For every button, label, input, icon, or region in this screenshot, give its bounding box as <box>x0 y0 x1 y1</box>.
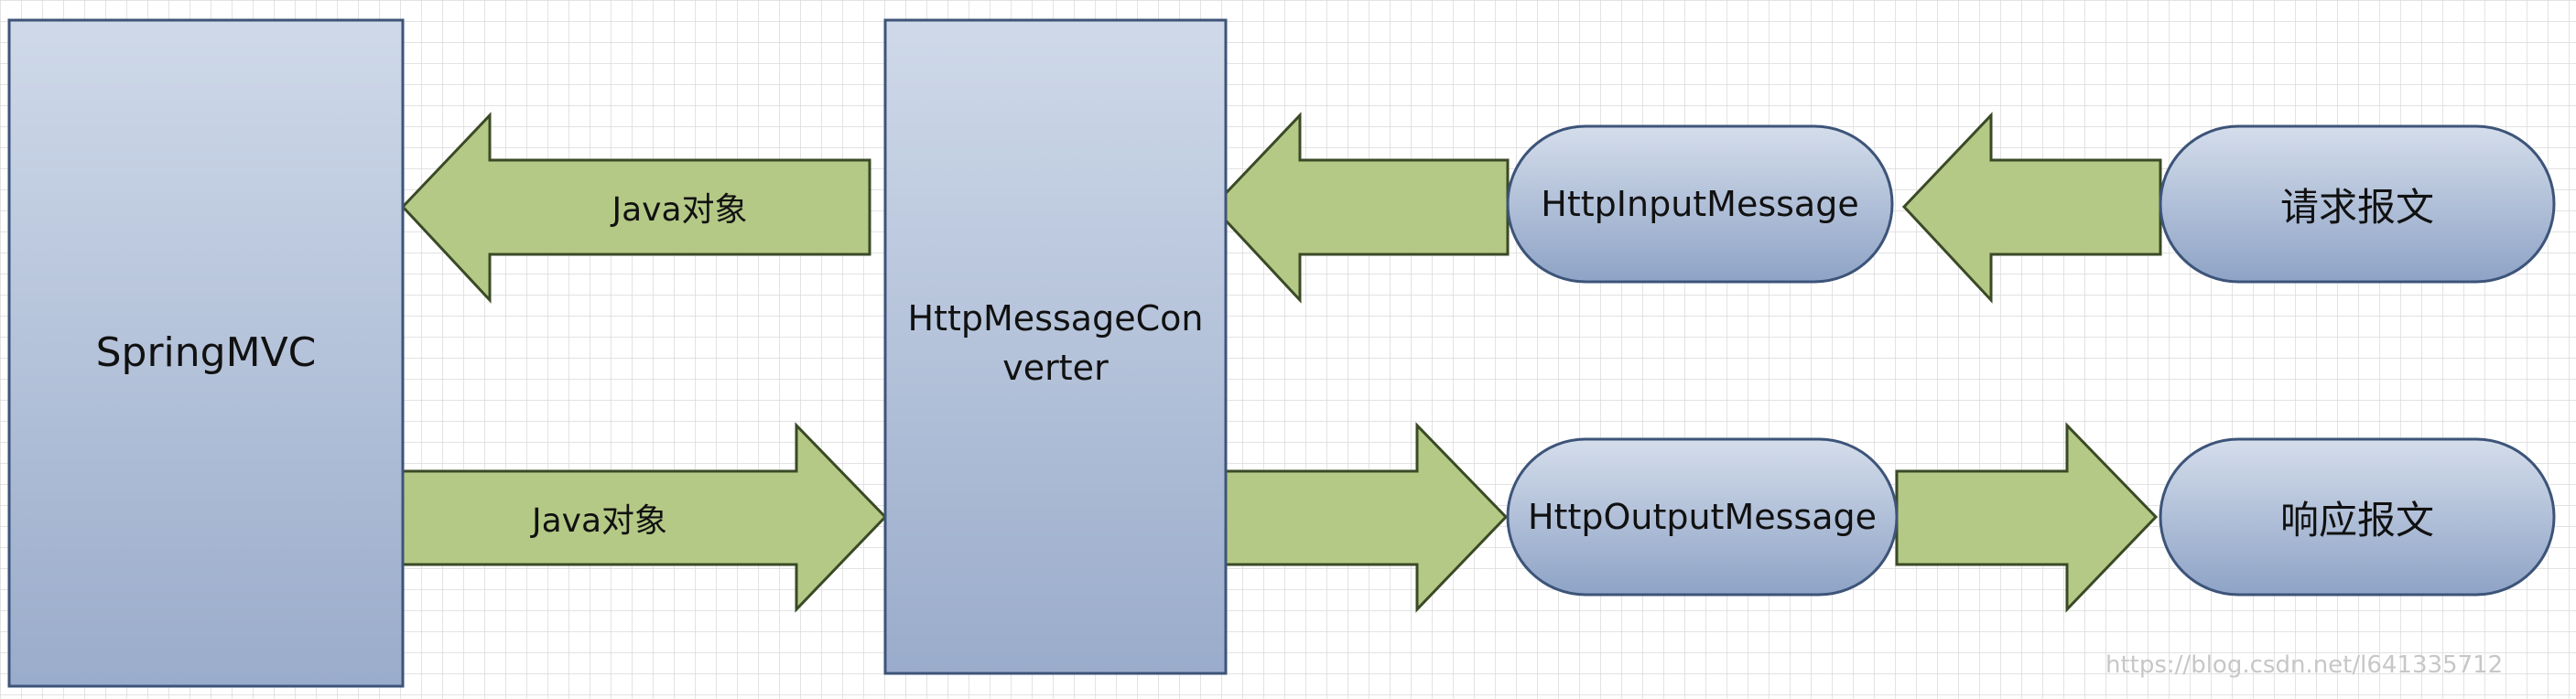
converter-box <box>883 18 1228 675</box>
request-message-label: 请求报文 <box>2279 184 2434 230</box>
response-message-pill <box>2159 437 2556 597</box>
input-message-pill <box>1506 124 1894 284</box>
springmvc-label: SpringMVC <box>95 328 317 376</box>
output-message-pill <box>1506 437 1899 597</box>
arrow-converter-to-output-message <box>1219 422 1509 613</box>
watermark: https://blog.csdn.net/l641335712 <box>2105 651 2504 679</box>
java-object-top-label: Java对象 <box>612 191 748 229</box>
output-message-label: HttpOutputMessage <box>1527 497 1878 537</box>
converter-label-line1: HttpMessageCon <box>907 298 1204 339</box>
java-object-bottom-label: Java对象 <box>531 502 668 540</box>
springmvc-box <box>7 18 405 688</box>
arrow-springmvc-to-converter <box>401 422 888 613</box>
response-message-label: 响应报文 <box>2279 497 2434 543</box>
arrow-output-to-response <box>1895 422 2159 613</box>
converter-label: HttpMessageCon verter <box>885 284 1226 403</box>
arrow-to-converter <box>1210 112 1510 304</box>
request-message-pill <box>2159 124 2556 284</box>
input-message-label: HttpInputMessage <box>1541 184 1859 224</box>
arrow-to-input-message <box>1901 112 2162 304</box>
converter-label-line2: verter <box>1002 348 1109 388</box>
arrow-to-springmvc <box>400 112 871 304</box>
